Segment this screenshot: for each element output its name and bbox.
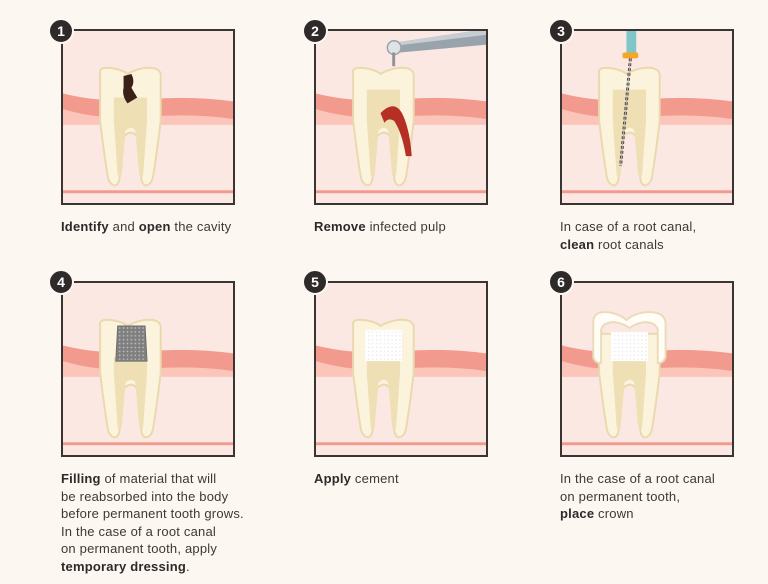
caption-text: and [109, 219, 139, 234]
step-number-badge: 6 [548, 269, 574, 295]
caption-text: be reabsorbed into the body [61, 489, 228, 504]
caption-bold-text: Apply [314, 471, 351, 486]
caption-text: In the case of a root canal [61, 524, 216, 539]
step-2-illustration [314, 29, 488, 205]
caption-bold-text: open [139, 219, 171, 234]
step-6-illustration [560, 281, 734, 457]
caption-text: of material that will [101, 471, 217, 486]
step-number-badge: 3 [548, 18, 574, 44]
caption-text: In case of a root canal, [560, 219, 696, 234]
caption-bold-text: place [560, 506, 594, 521]
caption-text: In the case of a root canal [560, 471, 715, 486]
caption-text: . [186, 559, 190, 574]
step-number-badge: 4 [48, 269, 74, 295]
tooth-filling-illustration [63, 283, 233, 455]
caption-bold-text: temporary dressing [61, 559, 186, 574]
step-2-caption: Remove infected pulp [314, 218, 544, 236]
step-1-illustration [61, 29, 235, 205]
step-3-caption: In case of a root canal, clean root canal… [560, 218, 768, 253]
step-number-badge: 5 [302, 269, 328, 295]
caption-text: on permanent tooth, [560, 489, 680, 504]
caption-bold-text: Remove [314, 219, 366, 234]
tooth-pulp-removal-illustration [316, 31, 486, 203]
caption-text: before permanent tooth grows. [61, 506, 244, 521]
caption-text: the cavity [171, 219, 232, 234]
caption-bold-text: clean [560, 237, 594, 252]
caption-text: cement [351, 471, 399, 486]
caption-text: crown [594, 506, 634, 521]
tooth-cavity-illustration [63, 31, 233, 203]
step-number-badge: 1 [48, 18, 74, 44]
caption-text: root canals [594, 237, 664, 252]
tooth-cement-illustration [316, 283, 486, 455]
step-4-illustration [61, 281, 235, 457]
step-6-caption: In the case of a root canal on permanent … [560, 470, 768, 523]
tooth-canal-cleaning-illustration [562, 31, 732, 203]
step-3-illustration [560, 29, 734, 205]
step-5-illustration [314, 281, 488, 457]
tooth-crown-illustration [562, 283, 732, 455]
caption-bold-text: Filling [61, 471, 101, 486]
caption-text: on permanent tooth, apply [61, 541, 217, 556]
caption-text: infected pulp [366, 219, 446, 234]
step-number-badge: 2 [302, 18, 328, 44]
step-5-caption: Apply cement [314, 470, 544, 488]
step-4-caption: Filling of material that will be reabsorb… [61, 470, 291, 575]
caption-bold-text: Identify [61, 219, 109, 234]
step-1-caption: Identify and open the cavity [61, 218, 291, 236]
